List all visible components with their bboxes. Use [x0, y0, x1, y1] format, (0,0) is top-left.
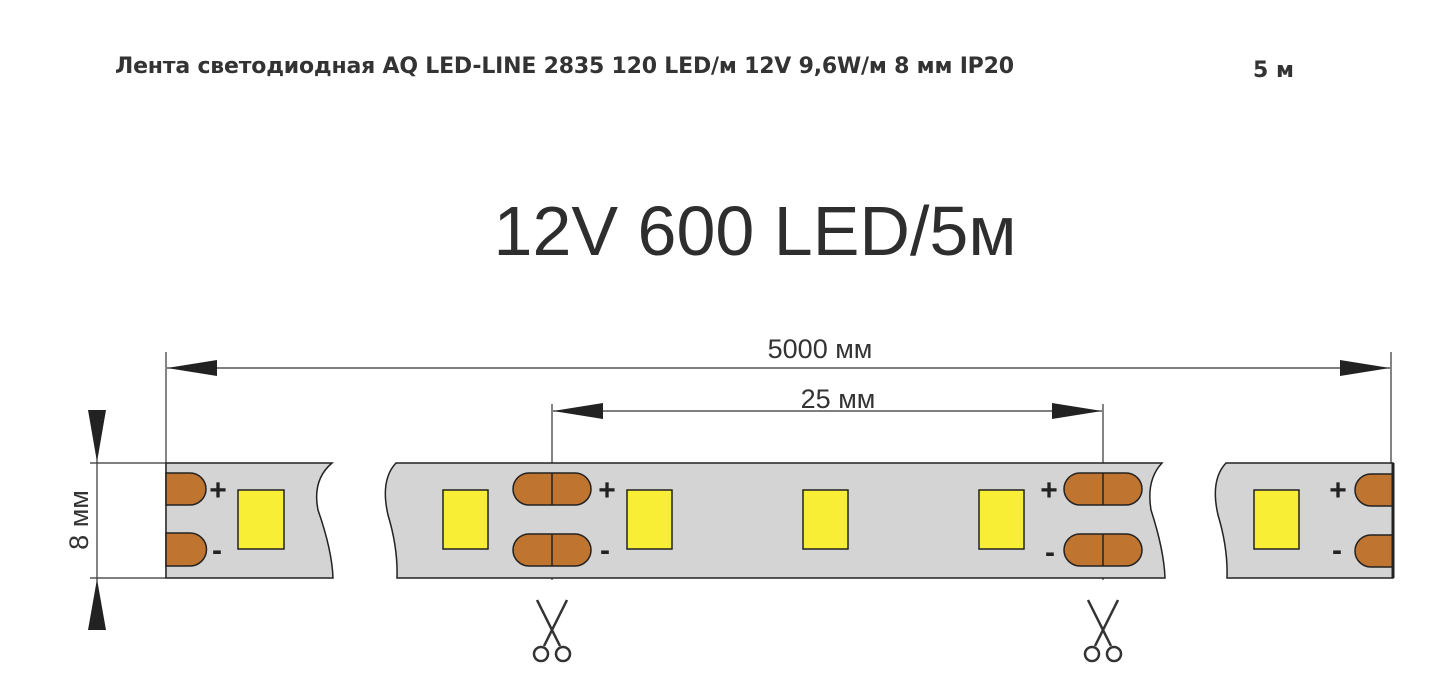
width-dimension: [88, 410, 166, 630]
segment-length-label: 25 мм: [801, 384, 876, 414]
minus-sign: -: [212, 534, 222, 567]
scissors-icon: [1083, 599, 1123, 663]
led-chip: [626, 489, 673, 550]
led-chip: [978, 489, 1025, 550]
plus-sign: +: [209, 474, 227, 507]
minus-sign: -: [1332, 534, 1342, 567]
led-chip: [237, 489, 285, 550]
strip-piece-middle: [384, 462, 1166, 579]
minus-sign: -: [1045, 536, 1055, 569]
product-title: Лента светодиодная AQ LED-LINE 2835 120 …: [115, 54, 1014, 79]
total-length-label: 5000 мм: [768, 334, 873, 364]
product-length: 5 м: [1253, 58, 1294, 83]
solder-pad: [165, 532, 208, 567]
width-label: 8 мм: [64, 490, 94, 550]
solder-pad: [165, 472, 207, 506]
plus-sign: +: [598, 474, 616, 507]
strip-piece-right: [1214, 462, 1395, 579]
led-chip: [1253, 489, 1300, 550]
minus-sign: -: [600, 534, 610, 567]
diagram-heading: 12V 600 LED/5м: [494, 192, 1017, 270]
scissors-icon: [532, 599, 572, 663]
led-chip: [802, 489, 849, 550]
plus-sign: +: [1329, 474, 1347, 507]
led-chip: [442, 489, 489, 550]
plus-sign: +: [1040, 474, 1058, 507]
solder-pad: [1354, 534, 1394, 568]
strip-piece-left: [165, 462, 335, 579]
solder-pad: [1354, 473, 1394, 507]
